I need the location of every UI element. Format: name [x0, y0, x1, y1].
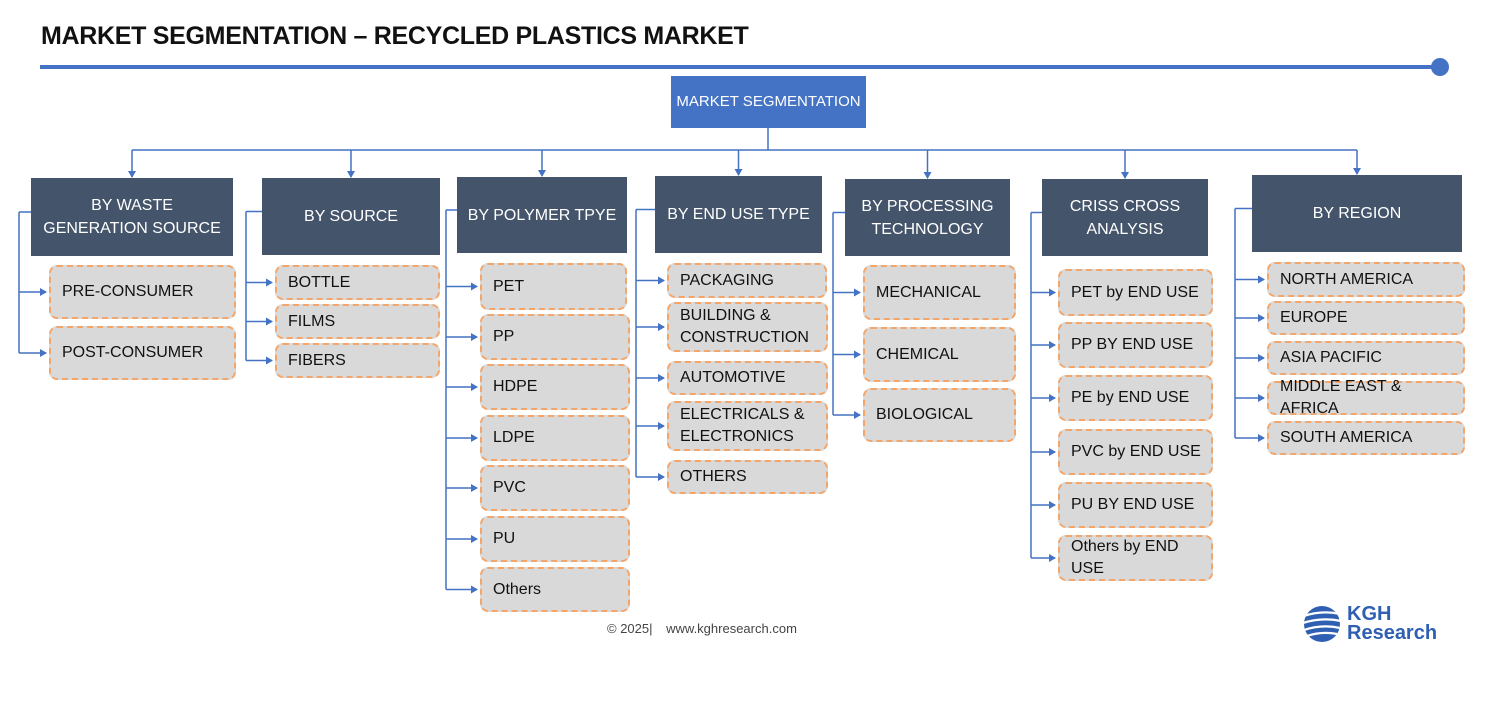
segment-header: BY WASTE GENERATION SOURCE [31, 178, 233, 256]
segment-item: FIBERS [275, 343, 440, 378]
title-underline-dot [1431, 58, 1449, 76]
segment-header: BY END USE TYPE [655, 176, 822, 253]
arrowhead-icon [1258, 354, 1265, 362]
segment-item: PP BY END USE [1058, 322, 1213, 368]
arrowhead-icon [854, 288, 861, 297]
arrowhead-icon [1049, 554, 1056, 562]
segment-header: BY SOURCE [262, 178, 440, 255]
segment-header: BY PROCESSING TECHNOLOGY [845, 179, 1010, 256]
segment-item: LDPE [480, 415, 630, 461]
arrowhead-icon [1049, 341, 1056, 349]
segment-item: HDPE [480, 364, 630, 410]
arrowhead-icon [1049, 448, 1056, 456]
segment-item: AUTOMOTIVE [667, 361, 828, 395]
arrowhead-icon [734, 169, 743, 176]
segment-item: PU [480, 516, 630, 562]
logo-line2: Research [1347, 622, 1438, 644]
segment-item: BUILDING & CONSTRUCTION [667, 302, 828, 352]
arrowhead-icon [40, 288, 47, 296]
arrowhead-icon [658, 473, 665, 481]
arrowhead-icon [1049, 394, 1056, 402]
arrowhead-icon [266, 317, 273, 326]
arrowhead-icon [471, 434, 478, 442]
arrowhead-icon [1258, 434, 1265, 442]
segment-item: BIOLOGICAL [863, 388, 1016, 442]
arrowhead-icon [347, 171, 355, 178]
segment-item: NORTH AMERICA [1267, 262, 1465, 297]
segment-item: PVC [480, 465, 630, 511]
arrowhead-icon [658, 422, 665, 430]
arrowhead-icon [923, 172, 932, 179]
segment-item: MECHANICAL [863, 265, 1016, 320]
segment-item: PET [480, 263, 627, 310]
footer: © 2025| www.kghresearch.com [607, 621, 797, 636]
root-node-market-segmentation: MARKET SEGMENTATION [671, 76, 866, 128]
arrowhead-icon [854, 411, 861, 419]
segment-item: MIDDLE EAST & AFRICA [1267, 378, 1465, 417]
arrowhead-icon [1049, 501, 1056, 509]
arrowhead-icon [658, 374, 665, 382]
segment-item: EUROPE [1267, 301, 1465, 335]
segment-header: CRISS CROSS ANALYSIS [1042, 179, 1208, 256]
arrowhead-icon [40, 349, 47, 357]
logo-line1: KGH [1347, 603, 1392, 625]
arrowhead-icon [1258, 314, 1265, 322]
arrowhead-icon [128, 171, 136, 178]
arrowhead-icon [471, 535, 478, 543]
segment-header: BY REGION [1252, 175, 1462, 252]
page-title: MARKET SEGMENTATION – RECYCLED PLASTICS … [41, 22, 749, 50]
arrowhead-icon [1353, 168, 1361, 175]
segment-item: POST-CONSUMER [49, 326, 236, 380]
arrowhead-icon [658, 323, 665, 331]
arrowhead-icon [471, 484, 478, 492]
segment-item: PRE-CONSUMER [49, 265, 236, 319]
globe-icon [1302, 606, 1342, 642]
copyright: © 2025| [607, 621, 653, 636]
segment-item: PU BY END USE [1058, 482, 1213, 528]
segment-item: BOTTLE [275, 265, 440, 300]
arrowhead-icon [266, 278, 273, 287]
arrowhead-icon [658, 276, 665, 285]
segment-item: PVC by END USE [1058, 429, 1213, 475]
arrowhead-icon [1258, 275, 1265, 284]
segment-item: PET by END USE [1058, 269, 1213, 316]
arrowhead-icon [471, 282, 478, 291]
segment-item: Others [480, 567, 630, 612]
segment-item: ELECTRICALS & ELECTRONICS [667, 401, 828, 451]
arrowhead-icon [1049, 288, 1056, 297]
segment-header: BY POLYMER TPYE [457, 177, 627, 253]
website-link[interactable]: www.kghresearch.com [666, 621, 797, 636]
arrowhead-icon [854, 350, 861, 359]
segment-item: SOUTH AMERICA [1267, 421, 1465, 455]
segment-item: ASIA PACIFIC [1267, 341, 1465, 375]
arrowhead-icon [1258, 394, 1265, 402]
arrowhead-icon [471, 383, 478, 391]
arrowhead-icon [1121, 172, 1129, 179]
arrowhead-icon [266, 356, 273, 365]
segment-item: OTHERS [667, 460, 828, 494]
segment-item: FILMS [275, 304, 440, 339]
segment-item: PE by END USE [1058, 375, 1213, 421]
arrowhead-icon [471, 585, 478, 594]
segment-item: PACKAGING [667, 263, 827, 298]
arrowhead-icon [538, 170, 546, 177]
segment-item: CHEMICAL [863, 327, 1016, 382]
segment-item: PP [480, 314, 630, 360]
segment-item: Others by END USE [1058, 535, 1213, 581]
arrowhead-icon [471, 333, 478, 341]
